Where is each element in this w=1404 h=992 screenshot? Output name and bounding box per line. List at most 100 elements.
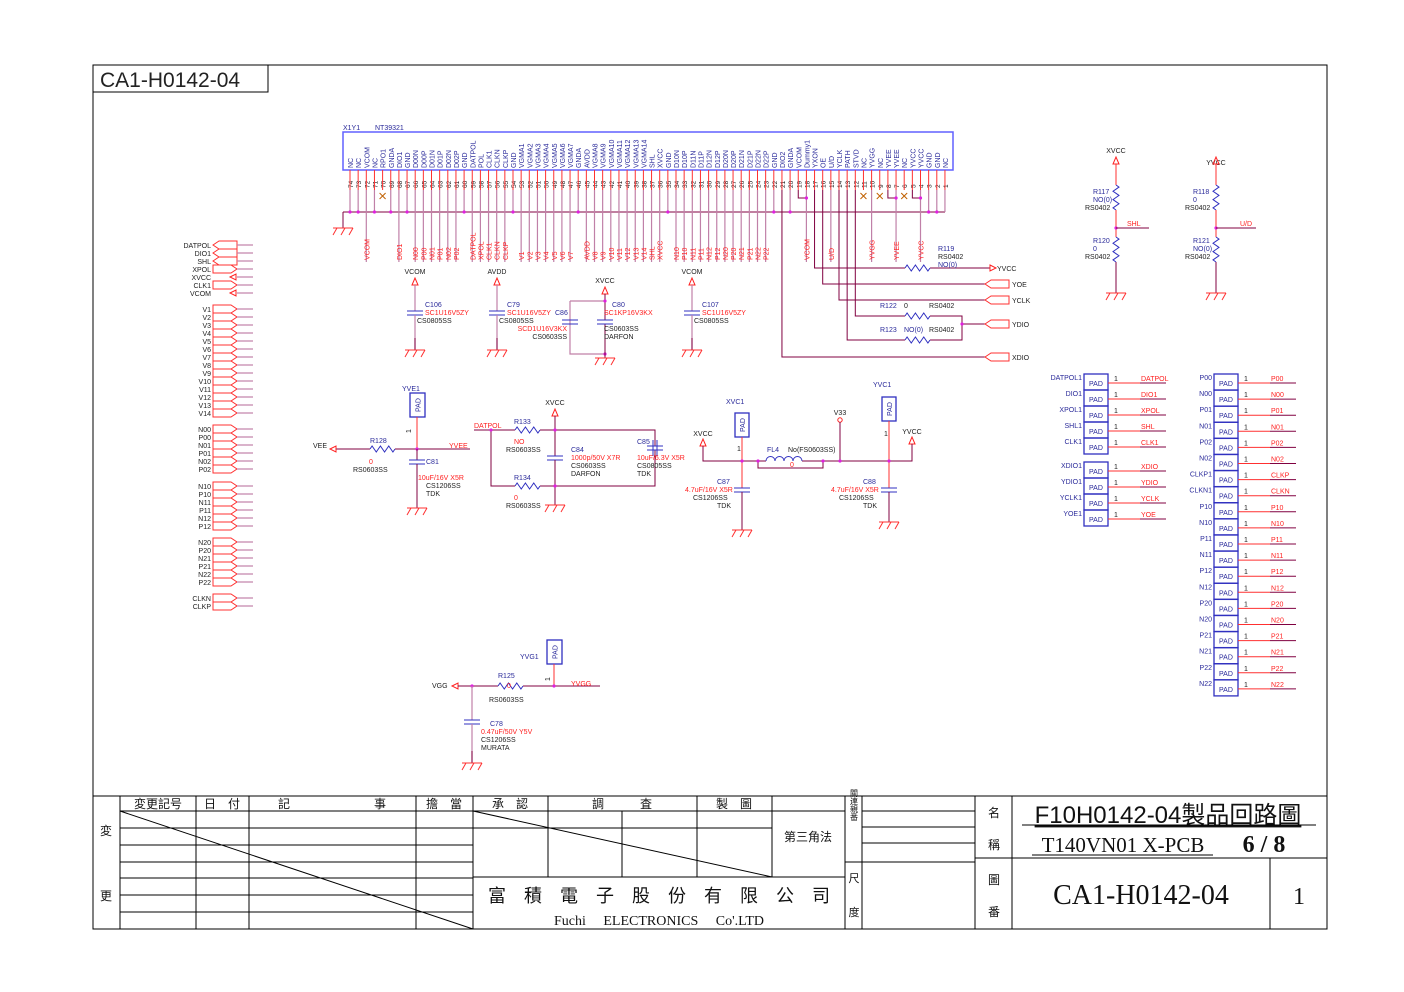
- power-arrow-icon: [328, 445, 337, 453]
- left-port-xpol: [212, 264, 238, 274]
- left-port-n11: [212, 497, 238, 507]
- c106-footprint: CS0805SS: [417, 318, 452, 325]
- pad-n12[interactable]: PAD: [1213, 582, 1239, 600]
- connector-pin-number: 68: [397, 180, 404, 188]
- pad-p10[interactable]: PAD: [1213, 502, 1239, 520]
- test-pad-yvc1[interactable]: PAD: [881, 396, 897, 422]
- pad-n01[interactable]: PAD: [1213, 421, 1239, 439]
- pad-yclk1[interactable]: PAD: [1083, 493, 1109, 511]
- pad-n11[interactable]: PAD: [1213, 550, 1239, 568]
- output-arrow-icon: [989, 264, 998, 272]
- left-port-label: V12: [199, 395, 212, 402]
- pad-shl1[interactable]: PAD: [1083, 421, 1109, 439]
- power-arrow-icon: [493, 276, 501, 286]
- pad-datpol1[interactable]: PAD: [1083, 373, 1109, 391]
- pad-p11[interactable]: PAD: [1213, 534, 1239, 552]
- left-port-label: P20: [199, 548, 212, 555]
- c79-footprint: CS0805SS: [499, 318, 534, 325]
- pad-clkp1[interactable]: PAD: [1213, 469, 1239, 488]
- pad-n22[interactable]: PAD: [1213, 679, 1239, 697]
- connector-net-label: N00: [413, 247, 420, 260]
- left-port-label: SHL: [197, 259, 211, 266]
- left-port-v13: [212, 400, 238, 410]
- pad-dio1[interactable]: PAD: [1083, 389, 1109, 407]
- resistor-icon: [1112, 236, 1120, 263]
- pad-ydio1[interactable]: PAD: [1083, 477, 1109, 495]
- capacitor-icon: [547, 455, 563, 461]
- pad-xdio1[interactable]: PAD: [1083, 461, 1109, 479]
- left-port-p22: [212, 577, 238, 587]
- port-yclk: [984, 295, 1010, 305]
- pad-p21[interactable]: PAD: [1213, 630, 1239, 649]
- left-port-n01: [212, 440, 238, 450]
- pad-text: PAD: [1089, 469, 1103, 476]
- pad-p02[interactable]: PAD: [1213, 437, 1239, 456]
- connector-pin-number: 50: [544, 180, 551, 188]
- connector-x1y1-body: [342, 131, 954, 171]
- connector-pin-name: DATPOL: [470, 140, 477, 168]
- resistor-icon: [497, 682, 524, 690]
- connector-net-label: V1: [519, 251, 526, 260]
- capacitor-icon: [684, 310, 700, 316]
- connector-net-label: V2: [527, 251, 534, 260]
- power-arrow-icon: [699, 437, 707, 447]
- ground-icon: [486, 338, 508, 358]
- power-label: VCOM: [405, 269, 426, 276]
- connector-net-label: P02: [454, 247, 461, 260]
- test-pad-yvg1[interactable]: PAD: [546, 639, 563, 665]
- pad-text: PAD: [1219, 606, 1233, 613]
- capacitor-icon: [562, 319, 578, 325]
- pad-text: PAD: [1089, 517, 1103, 524]
- pad-p22[interactable]: PAD: [1213, 663, 1239, 681]
- connector-pin-name: D01N: [430, 150, 437, 168]
- pad-text: PAD: [1219, 478, 1233, 485]
- pad-n10[interactable]: PAD: [1213, 518, 1239, 536]
- connector-pin-name: D21N: [739, 150, 746, 168]
- junction-dot: [927, 210, 931, 214]
- pad-p20[interactable]: PAD: [1213, 598, 1239, 617]
- connector-net-label: V14: [641, 247, 648, 260]
- left-port-n02: [212, 456, 238, 466]
- pad-net-label: P01: [1271, 408, 1284, 415]
- connector-pin-name: D20N: [723, 150, 730, 168]
- pad-net-label: P12: [1271, 569, 1284, 576]
- header-cell: 調 査: [592, 797, 652, 811]
- header-cell: 承 認: [492, 796, 528, 811]
- pad-text: PAD: [1219, 526, 1233, 533]
- pad-p01[interactable]: PAD: [1213, 405, 1239, 423]
- pad-n20[interactable]: PAD: [1213, 614, 1239, 633]
- resistor-icon: [1212, 236, 1220, 263]
- r128-value: 0: [369, 459, 373, 466]
- connector-pin-name: RPO1: [381, 149, 388, 168]
- pad-yoe1[interactable]: PAD: [1083, 509, 1109, 527]
- pad-n00[interactable]: PAD: [1213, 389, 1239, 407]
- pad-text: PAD: [1219, 445, 1233, 452]
- test-pad-yve1[interactable]: PAD: [409, 392, 426, 418]
- r128-ref: R128: [370, 438, 387, 445]
- junction-dot: [489, 428, 493, 432]
- pad-clk1[interactable]: PAD: [1083, 437, 1109, 455]
- pad-clkn1[interactable]: PAD: [1213, 486, 1239, 504]
- pin-number: 1: [1244, 473, 1248, 480]
- pad-p12[interactable]: PAD: [1213, 566, 1239, 584]
- test-pad-xvc1[interactable]: PAD: [734, 412, 750, 438]
- connector-pin-name: NC: [348, 158, 355, 168]
- no-connect-icon: [860, 192, 867, 200]
- pad-n02[interactable]: PAD: [1213, 453, 1239, 472]
- c81-vendor: TDK: [426, 491, 440, 498]
- power-arrow-icon: [688, 276, 696, 286]
- capacitor-icon: [652, 440, 658, 456]
- connector-pin-name: D21P: [747, 150, 754, 168]
- ground-icon: [878, 510, 900, 530]
- c84-footprint: CS0603SS: [571, 463, 606, 470]
- pin-number: 1: [1114, 424, 1118, 431]
- drawing-number: CA1-H0142-04: [1053, 880, 1229, 911]
- junction-dot: [821, 459, 825, 463]
- pad-xpol1[interactable]: PAD: [1083, 405, 1109, 423]
- junction-dot: [511, 210, 515, 214]
- header-cell: 製 圖: [716, 797, 752, 811]
- left-port-label: V11: [199, 387, 211, 394]
- junction-dot: [804, 196, 809, 200]
- pad-n21[interactable]: PAD: [1213, 647, 1239, 665]
- pad-p00[interactable]: PAD: [1213, 373, 1239, 391]
